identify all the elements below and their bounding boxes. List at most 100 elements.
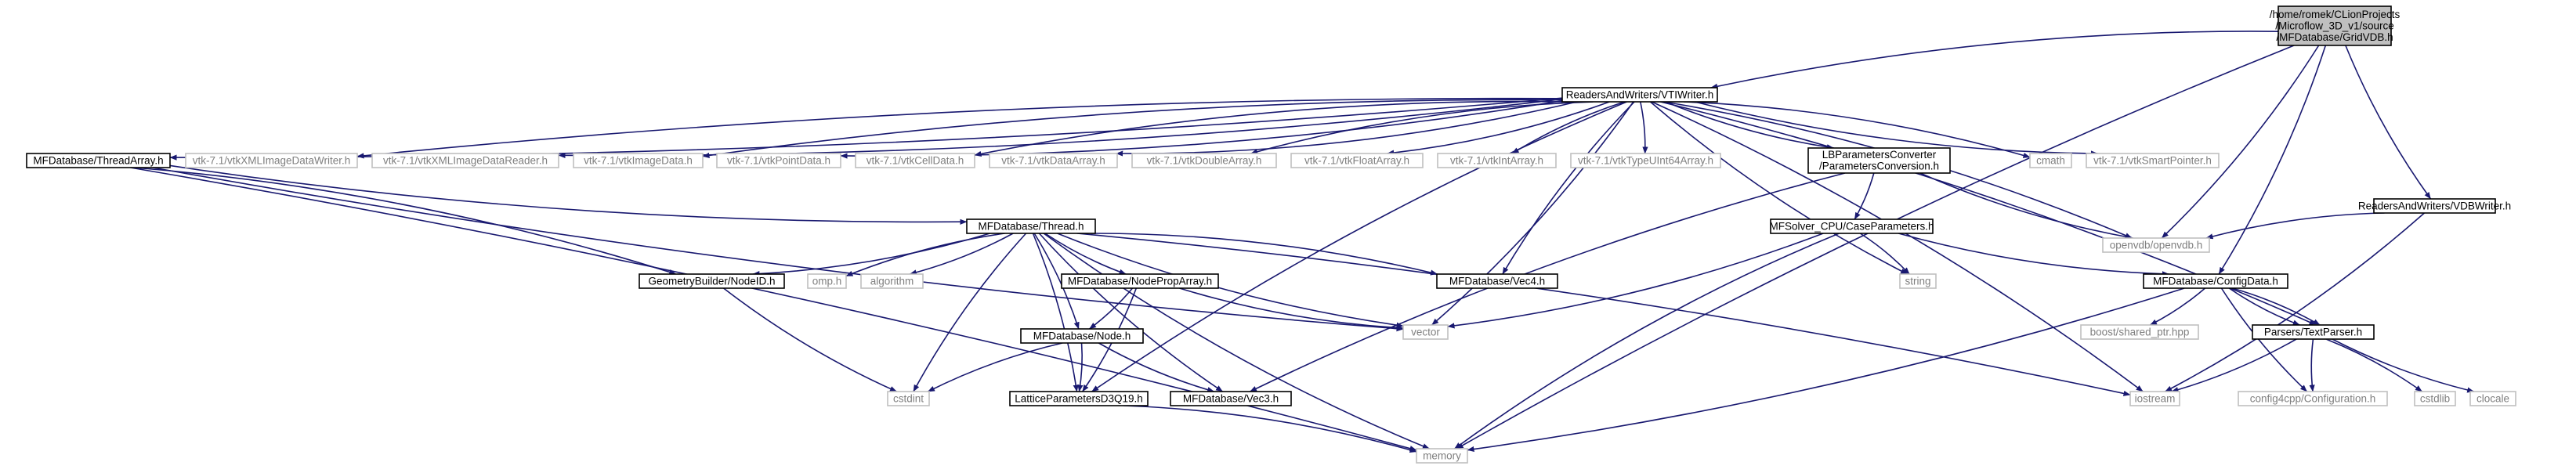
node-omp-box bbox=[807, 273, 847, 289]
node-vti-box bbox=[1561, 87, 1718, 103]
node-node-label: MFDatabase/Node.h bbox=[1033, 330, 1131, 341]
node-memory: memory bbox=[1416, 448, 1468, 464]
node-node-box bbox=[1020, 328, 1144, 344]
edge-thread-to-vector bbox=[1057, 233, 1404, 328]
edge-threadarray-to-memory bbox=[130, 167, 1417, 452]
edge-node-to-vec3 bbox=[1098, 342, 1215, 393]
edge-configdata-to-textparser bbox=[2228, 287, 2300, 326]
edge-textparser-to-config4cpp bbox=[2309, 338, 2315, 392]
node-smartptr-box bbox=[2086, 153, 2220, 168]
node-uint64-label: vtk-7.1/vtkTypeUInt64Array.h bbox=[1578, 154, 1713, 166]
edge-vti-to-cstring bbox=[1660, 101, 2317, 326]
node-configdata-box bbox=[2143, 273, 2288, 289]
node-node[interactable]: MFDatabase/Node.h bbox=[1020, 328, 1144, 344]
node-vti[interactable]: ReadersAndWriters/VTIWriter.h bbox=[1561, 87, 1718, 103]
node-textparser[interactable]: Parsers/TextParser.h bbox=[2252, 324, 2375, 340]
edge-casep-to-string bbox=[1859, 233, 1910, 275]
node-nodeid[interactable]: GeometryBuilder/NodeID.h bbox=[639, 273, 785, 289]
node-pointdata: vtk-7.1/vtkPointData.h bbox=[716, 153, 841, 168]
edge-lbpc-to-openvdb bbox=[1919, 172, 2133, 240]
node-boost: boost/shared_ptr.hpp bbox=[2080, 324, 2199, 340]
node-vector-box bbox=[1402, 324, 1449, 340]
node-iostream: iostream bbox=[2129, 391, 2180, 406]
node-lattice-label: LatticeParametersD3Q19.h bbox=[1015, 392, 1143, 404]
node-cstdlib-box bbox=[2414, 391, 2456, 406]
edge-threadarray-to-thread bbox=[169, 164, 968, 225]
node-lbpc[interactable]: LBParametersConverter/ParametersConversi… bbox=[1807, 147, 1951, 174]
edge-thread-to-nodeid bbox=[752, 233, 990, 277]
node-thread-label: MFDatabase/Thread.h bbox=[978, 220, 1084, 232]
node-smartptr: vtk-7.1/vtkSmartPointer.h bbox=[2086, 153, 2220, 168]
edge-thread-to-vec3 bbox=[1038, 233, 1224, 392]
edge-thread-to-lattice bbox=[1032, 233, 1079, 392]
node-pointdata-label: vtk-7.1/vtkPointData.h bbox=[727, 154, 830, 166]
node-string-label: string bbox=[1905, 275, 1930, 287]
nodes-layer: /home/romek/CLionProjects/Microflow_3D_v… bbox=[26, 5, 2516, 464]
node-dataarray-box bbox=[989, 153, 1118, 168]
node-nodeprop[interactable]: MFDatabase/NodePropArray.h bbox=[1061, 273, 1219, 289]
edge-vti-to-string bbox=[1649, 101, 1908, 275]
edge-thread-to-iostream bbox=[1076, 233, 2131, 396]
edge-thread-to-cstdint bbox=[913, 233, 1027, 392]
edge-vti-to-lattice bbox=[1091, 101, 1627, 392]
edge-thread-to-vec4 bbox=[1091, 233, 1438, 276]
edge-vti-to-smartptr bbox=[1694, 101, 2098, 157]
node-casep[interactable]: MFSolver_CPU/CaseParameters.h bbox=[1769, 218, 1934, 234]
edge-vdbw-to-iostream bbox=[2165, 212, 2425, 392]
edge-vti-to-xmlw bbox=[356, 97, 1563, 159]
node-celldata-label: vtk-7.1/vtkCellData.h bbox=[867, 154, 964, 166]
node-doublearray-label: vtk-7.1/vtkDoubleArray.h bbox=[1147, 154, 1262, 166]
node-algorithm: algorithm bbox=[860, 273, 924, 289]
edge-vti-to-vec4 bbox=[1502, 101, 1635, 275]
node-doublearray-box bbox=[1131, 153, 1277, 168]
node-cstdint-label: cstdint bbox=[893, 392, 924, 404]
node-string: string bbox=[1899, 273, 1937, 289]
node-casep-box bbox=[1770, 218, 1934, 234]
edge-textparser-to-iostream bbox=[2171, 338, 2297, 393]
node-xmlr-box bbox=[371, 153, 559, 168]
node-floatarray-label: vtk-7.1/vtkFloatArray.h bbox=[1304, 154, 1409, 166]
node-config4cpp-box bbox=[2238, 391, 2388, 406]
node-algorithm-label: algorithm bbox=[870, 275, 914, 287]
node-thread[interactable]: MFDatabase/Thread.h bbox=[966, 218, 1096, 234]
edge-vti-to-doublearray bbox=[1250, 101, 1594, 155]
node-textparser-label: Parsers/TextParser.h bbox=[2264, 326, 2362, 338]
edge-thread-to-memory bbox=[1043, 233, 1430, 450]
node-threadarray[interactable]: MFDatabase/ThreadArray.h bbox=[26, 153, 171, 168]
edge-threadarray-to-vector bbox=[152, 167, 1404, 332]
edge-thread-to-nodeprop bbox=[1044, 233, 1127, 275]
node-imgdata: vtk-7.1/vtkImageData.h bbox=[573, 153, 704, 168]
node-clocale-box bbox=[2469, 391, 2516, 406]
edge-root-to-vdbw bbox=[2345, 45, 2432, 200]
node-lattice[interactable]: LatticeParametersD3Q19.h bbox=[1009, 391, 1149, 406]
node-vec4[interactable]: MFDatabase/Vec4.h bbox=[1436, 273, 1558, 289]
node-vec3[interactable]: MFDatabase/Vec3.h bbox=[1170, 391, 1292, 406]
node-vdbw-label: ReadersAndWriters/VDBWriter.h bbox=[2358, 200, 2511, 211]
node-threadarray-label: MFDatabase/ThreadArray.h bbox=[33, 154, 163, 166]
node-lbpc-label: LBParametersConverter bbox=[1822, 149, 1937, 161]
node-vec4-label: MFDatabase/Vec4.h bbox=[1449, 275, 1545, 287]
node-nodeprop-label: MFDatabase/NodePropArray.h bbox=[1068, 275, 1212, 287]
node-floatarray: vtk-7.1/vtkFloatArray.h bbox=[1290, 153, 1424, 168]
node-root-box bbox=[2278, 5, 2392, 46]
node-xmlw-box bbox=[185, 153, 358, 168]
node-algorithm-box bbox=[860, 273, 924, 289]
node-memory-box bbox=[1416, 448, 1468, 464]
edge-root-to-configdata bbox=[2218, 45, 2327, 275]
node-boost-box bbox=[2080, 324, 2199, 340]
node-configdata[interactable]: MFDatabase/ConfigData.h bbox=[2143, 273, 2288, 289]
node-configdata-label: MFDatabase/ConfigData.h bbox=[2153, 275, 2278, 287]
node-vector: vector bbox=[1402, 324, 1449, 340]
edge-vdbw-to-openvdb bbox=[2205, 212, 2385, 240]
node-nodeid-label: GeometryBuilder/NodeID.h bbox=[648, 275, 775, 287]
edge-threadarray-to-nodeid bbox=[134, 167, 677, 275]
node-vec4-box bbox=[1436, 273, 1558, 289]
node-xmlr-label: vtk-7.1/vtkXMLImageDataReader.h bbox=[383, 154, 548, 166]
node-root[interactable]: /home/romek/CLionProjects/Microflow_3D_v… bbox=[2270, 5, 2401, 46]
edge-vti-to-lbpc bbox=[1665, 101, 1834, 150]
node-dataarray-label: vtk-7.1/vtkDataArray.h bbox=[1001, 154, 1105, 166]
node-cstdlib: cstdlib bbox=[2414, 391, 2456, 406]
edge-textparser-to-cstdlib bbox=[2325, 338, 2423, 392]
node-clocale-label: clocale bbox=[2477, 392, 2509, 404]
node-vdbw[interactable]: ReadersAndWriters/VDBWriter.h bbox=[2358, 198, 2511, 214]
